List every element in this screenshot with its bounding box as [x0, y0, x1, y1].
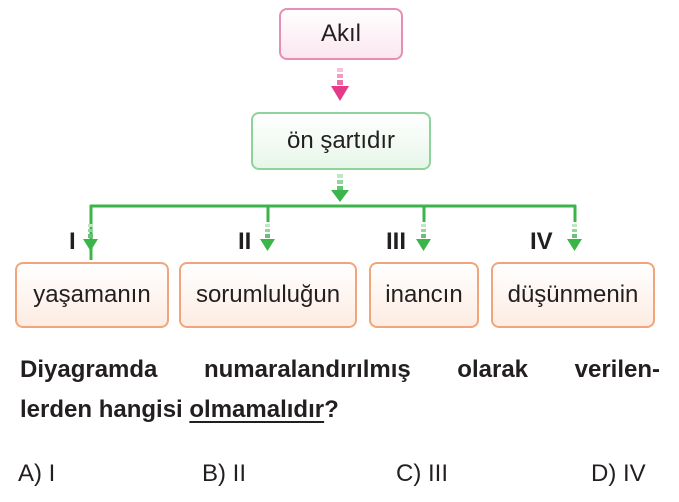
numeral-1: I — [69, 228, 76, 255]
option-c[interactable]: C) III — [396, 460, 448, 487]
item-box-4-label: düşünmenin — [507, 281, 639, 308]
branch-arrow-4 — [567, 224, 582, 251]
top-box-label: Akıl — [320, 20, 361, 47]
item-box-2: sorumluluğun — [179, 262, 357, 328]
item-box-4: düşünmenin — [491, 262, 655, 328]
branch-arrow-1 — [83, 224, 98, 251]
pink-arrow — [331, 68, 349, 101]
question-line-1: Diyagramda numaralandırılmış olarak veri… — [20, 356, 660, 383]
option-d[interactable]: D) IV — [591, 460, 646, 487]
option-a[interactable]: A) I — [18, 460, 56, 487]
green-arrow-main — [331, 174, 349, 202]
top-box-akil: Akıl — [279, 8, 403, 60]
question-text: Diyagramda numaralandırılmış olarak veri… — [20, 350, 660, 430]
item-box-3-label: inancın — [385, 281, 463, 308]
numeral-3: III — [386, 228, 407, 255]
distribution-bar — [89, 204, 577, 260]
question-line-2-prefix: lerden hangisi — [20, 396, 190, 423]
item-box-1-label: yaşamanın — [33, 281, 151, 308]
numeral-2: II — [238, 228, 252, 255]
item-box-3: inancın — [369, 262, 479, 328]
item-box-1: yaşamanın — [15, 262, 169, 328]
middle-box-on-sartidir: ön şartıdır — [251, 112, 431, 170]
option-b[interactable]: B) II — [202, 460, 247, 487]
question-emphasis: olmamalıdır — [189, 396, 325, 423]
branch-arrow-3 — [416, 224, 431, 251]
branch-arrow-2 — [260, 224, 275, 251]
item-box-2-label: sorumluluğun — [195, 281, 341, 308]
question-line-2-suffix: ? — [324, 396, 339, 423]
numeral-4: IV — [530, 228, 553, 255]
middle-box-label: ön şartıdır — [286, 127, 396, 154]
question-line-2: lerden hangisi olmamalıdır? — [20, 396, 339, 423]
